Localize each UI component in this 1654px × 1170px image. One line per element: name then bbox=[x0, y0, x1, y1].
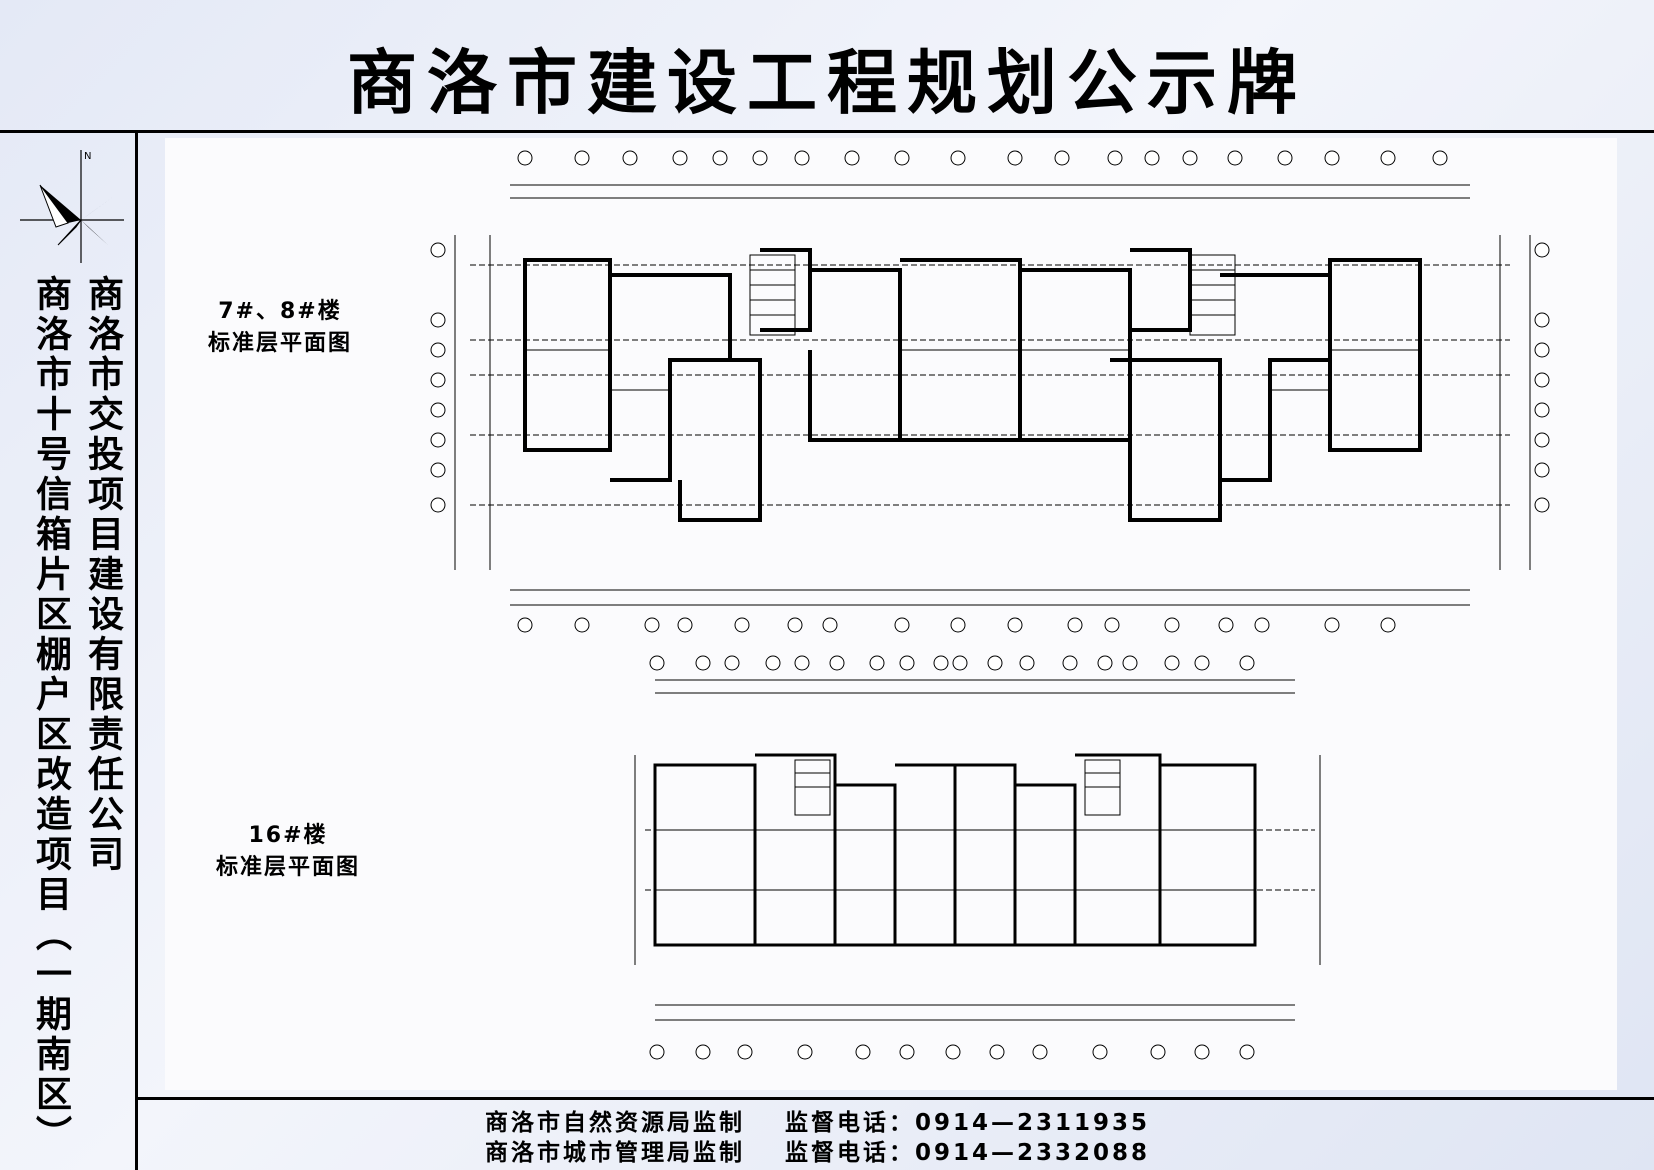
header-divider bbox=[0, 130, 1654, 133]
floor-plan-16 bbox=[634, 655, 1321, 1060]
footer-line-2: 商洛市城市管理局监制 监督电话：0914—2332088 bbox=[485, 1133, 1150, 1167]
plan-label-7-8: 7#、8#楼 标准层平面图 bbox=[185, 296, 375, 360]
footer-line-1: 商洛市自然资源局监制 监督电话：0914—2311935 bbox=[485, 1103, 1150, 1137]
footer-phone-label: 监督电话： bbox=[785, 1110, 915, 1136]
compass: N bbox=[18, 145, 126, 265]
page-title: 商洛市建设工程规划公示牌 bbox=[347, 42, 1307, 124]
plan-title: 16#楼 bbox=[248, 823, 328, 848]
floor-plan-7-8 bbox=[430, 150, 1550, 633]
sidebar-project: 商洛市十号信箱片区棚户区改造项目（一期南区） bbox=[30, 275, 71, 1155]
footer-divider bbox=[135, 1097, 1654, 1100]
north-arrow-icon: N bbox=[20, 150, 124, 263]
footer-authority: 商洛市城市管理局监制 bbox=[485, 1140, 745, 1166]
sidebar-company: 商洛市交投项目建设有限责任公司 bbox=[82, 275, 123, 875]
footer-phone: 0914—2311935 bbox=[915, 1110, 1151, 1136]
footer-phone: 0914—2332088 bbox=[915, 1140, 1151, 1166]
plan-subtitle: 标准层平面图 bbox=[215, 855, 360, 880]
north-label: N bbox=[84, 151, 91, 162]
footer-phone-label: 监督电话： bbox=[785, 1140, 915, 1166]
plan-label-16: 16#楼 标准层平面图 bbox=[193, 820, 383, 884]
footer-authority: 商洛市自然资源局监制 bbox=[485, 1110, 745, 1136]
plan-title: 7#、8#楼 bbox=[218, 299, 342, 324]
plan-subtitle: 标准层平面图 bbox=[207, 331, 352, 356]
sidebar-divider bbox=[135, 130, 138, 1170]
drawing-panel bbox=[165, 138, 1617, 1090]
